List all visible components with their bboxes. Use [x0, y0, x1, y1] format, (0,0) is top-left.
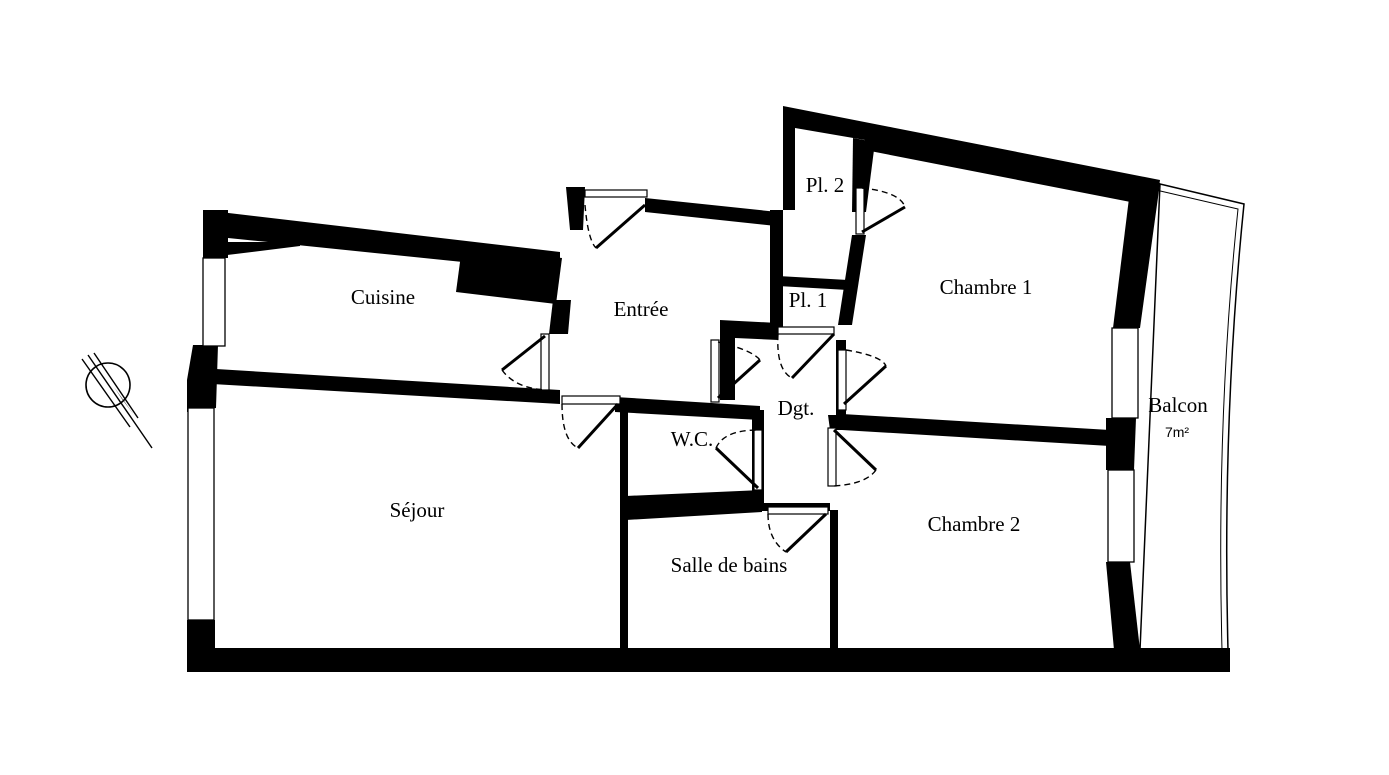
wall-right-middle: [1106, 418, 1136, 470]
north-arrow-icon: [81, 352, 153, 449]
window-cuisine: [202, 257, 226, 347]
wall-chambre1-chambre2: [842, 414, 1110, 446]
label-chambre1: Chambre 1: [940, 275, 1033, 299]
door-salle-de-bains[interactable]: [767, 506, 829, 554]
window-sejour: [187, 407, 215, 621]
walls: [187, 106, 1230, 672]
label-pl2: Pl. 2: [806, 173, 845, 197]
label-balcon: Balcon: [1148, 393, 1208, 417]
wall-bottom: [187, 648, 1230, 672]
doors: [501, 187, 906, 554]
balcony-outline: [1139, 183, 1245, 651]
label-entree: Entrée: [614, 297, 669, 321]
wall-pl2-right-bottom: [838, 235, 866, 325]
wall-entree-left-top: [566, 187, 585, 230]
door-entree[interactable]: [584, 189, 648, 250]
door-pl2[interactable]: [855, 187, 906, 235]
windows: [187, 257, 1139, 621]
wall-entree-right: [770, 210, 783, 330]
door-wc[interactable]: [714, 429, 763, 491]
wall-chambre1-right-top: [1113, 183, 1160, 328]
label-chambre2: Chambre 2: [928, 512, 1021, 536]
label-sejour: Séjour: [390, 498, 445, 522]
wall-pl1-top: [778, 276, 848, 290]
wall-chimney: [456, 247, 562, 304]
label-dgt: Dgt.: [778, 396, 815, 420]
balcony: [1139, 183, 1245, 651]
door-cuisine[interactable]: [501, 333, 550, 391]
door-chambre2[interactable]: [827, 427, 878, 487]
label-wc: W.C.: [671, 427, 713, 451]
window-chambre1: [1111, 327, 1139, 419]
wall-entree-top: [645, 198, 778, 226]
wall-dgt-left-top: [720, 320, 778, 400]
door-chambre1[interactable]: [837, 349, 888, 411]
wall-chambre2-right-bottom: [1106, 562, 1140, 650]
wall-wc-sdb: [626, 490, 762, 520]
label-pl1: Pl. 1: [789, 288, 828, 312]
door-sejour[interactable]: [561, 395, 621, 450]
balcony-inner-line: [1155, 189, 1239, 651]
label-balcon-area: 7m²: [1165, 424, 1189, 440]
wall-cuisine-sejour: [212, 369, 560, 404]
door-entree-dgt[interactable]: [710, 339, 762, 403]
wall-left-bottom: [187, 620, 215, 672]
label-salle-de-bains: Salle de bains: [671, 553, 788, 577]
wall-sejour-right: [620, 400, 628, 650]
wall-entree-left-mid: [549, 300, 571, 334]
window-chambre2: [1107, 469, 1135, 563]
wall-sejour-top-right: [615, 397, 760, 420]
wall-top-chambre1: [783, 106, 1160, 210]
wall-left-mid: [187, 345, 218, 412]
door-pl1[interactable]: [777, 326, 836, 380]
wall-left-kitchen-top: [203, 210, 228, 258]
room-labels: Cuisine Entrée Pl. 2 Pl. 1 Chambre 1 Dgt…: [351, 173, 1208, 577]
wall-sdb-right: [830, 510, 838, 650]
label-cuisine: Cuisine: [351, 285, 415, 309]
